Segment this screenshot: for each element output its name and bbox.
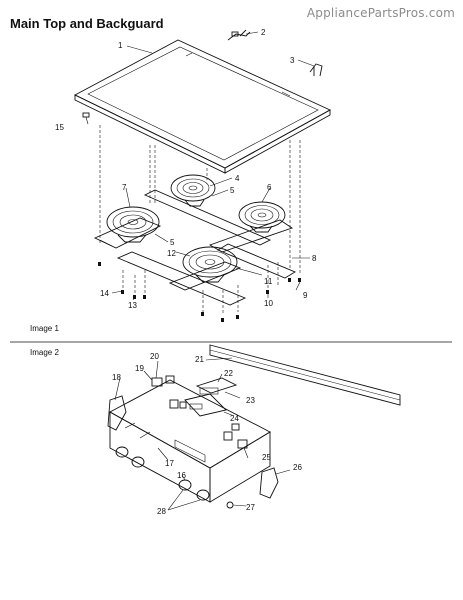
callout-24: 24 (230, 414, 239, 423)
image-2-label: Image 2 (30, 348, 59, 357)
burner-element-6 (238, 201, 286, 233)
callout-1: 1 (118, 41, 123, 50)
callout-13: 13 (128, 301, 137, 310)
callout-14: 14 (100, 289, 109, 298)
callout-4: 4 (235, 174, 240, 183)
burner-element-7 (106, 206, 160, 243)
callout-6: 6 (267, 183, 272, 192)
backguard-trim-part-21 (209, 344, 401, 406)
bracket-part-3 (309, 63, 323, 77)
callout-2: 2 (261, 28, 266, 37)
overlay-part-24 (184, 393, 227, 417)
callout-25: 25 (262, 453, 271, 462)
callout-22: 22 (224, 369, 233, 378)
callout-3: 3 (290, 56, 295, 65)
clip-part-15 (82, 112, 90, 118)
callout-11: 11 (264, 277, 273, 286)
clock-module-22 (195, 377, 238, 395)
callout-10: 10 (264, 299, 273, 308)
switches (151, 375, 248, 449)
burner-element-4 (170, 174, 216, 207)
callout-23: 23 (246, 396, 255, 405)
callout-28: 28 (157, 507, 166, 516)
callout-7: 7 (122, 183, 127, 192)
screws (98, 262, 301, 322)
end-cap-26 (259, 467, 279, 499)
bracket-part-2 (227, 29, 251, 41)
callout-12: 12 (167, 249, 176, 258)
callout-26: 26 (293, 463, 302, 472)
callout-27: 27 (246, 503, 255, 512)
callout-8: 8 (312, 254, 317, 263)
control-panel (109, 379, 271, 503)
callout-9: 9 (303, 291, 308, 300)
watermark: AppliancePartsPros.com (306, 6, 455, 20)
leader-lines (85, 31, 315, 511)
callout-21: 21 (195, 355, 204, 364)
burner-element-11 (182, 246, 238, 283)
callout-18: 18 (112, 373, 121, 382)
image-1-label: Image 1 (30, 324, 59, 333)
main-top-glass (74, 39, 331, 174)
callout-19: 19 (135, 364, 144, 373)
support-brackets (93, 189, 296, 306)
end-cap-18 (107, 395, 127, 431)
callout-16: 16 (177, 471, 186, 480)
callout-5b: 5 (170, 238, 175, 247)
callout-20: 20 (150, 352, 159, 361)
callout-5a: 5 (230, 186, 235, 195)
callout-15: 15 (55, 123, 64, 132)
callout-17: 17 (165, 459, 174, 468)
diagram-title: Main Top and Backguard (10, 16, 164, 31)
